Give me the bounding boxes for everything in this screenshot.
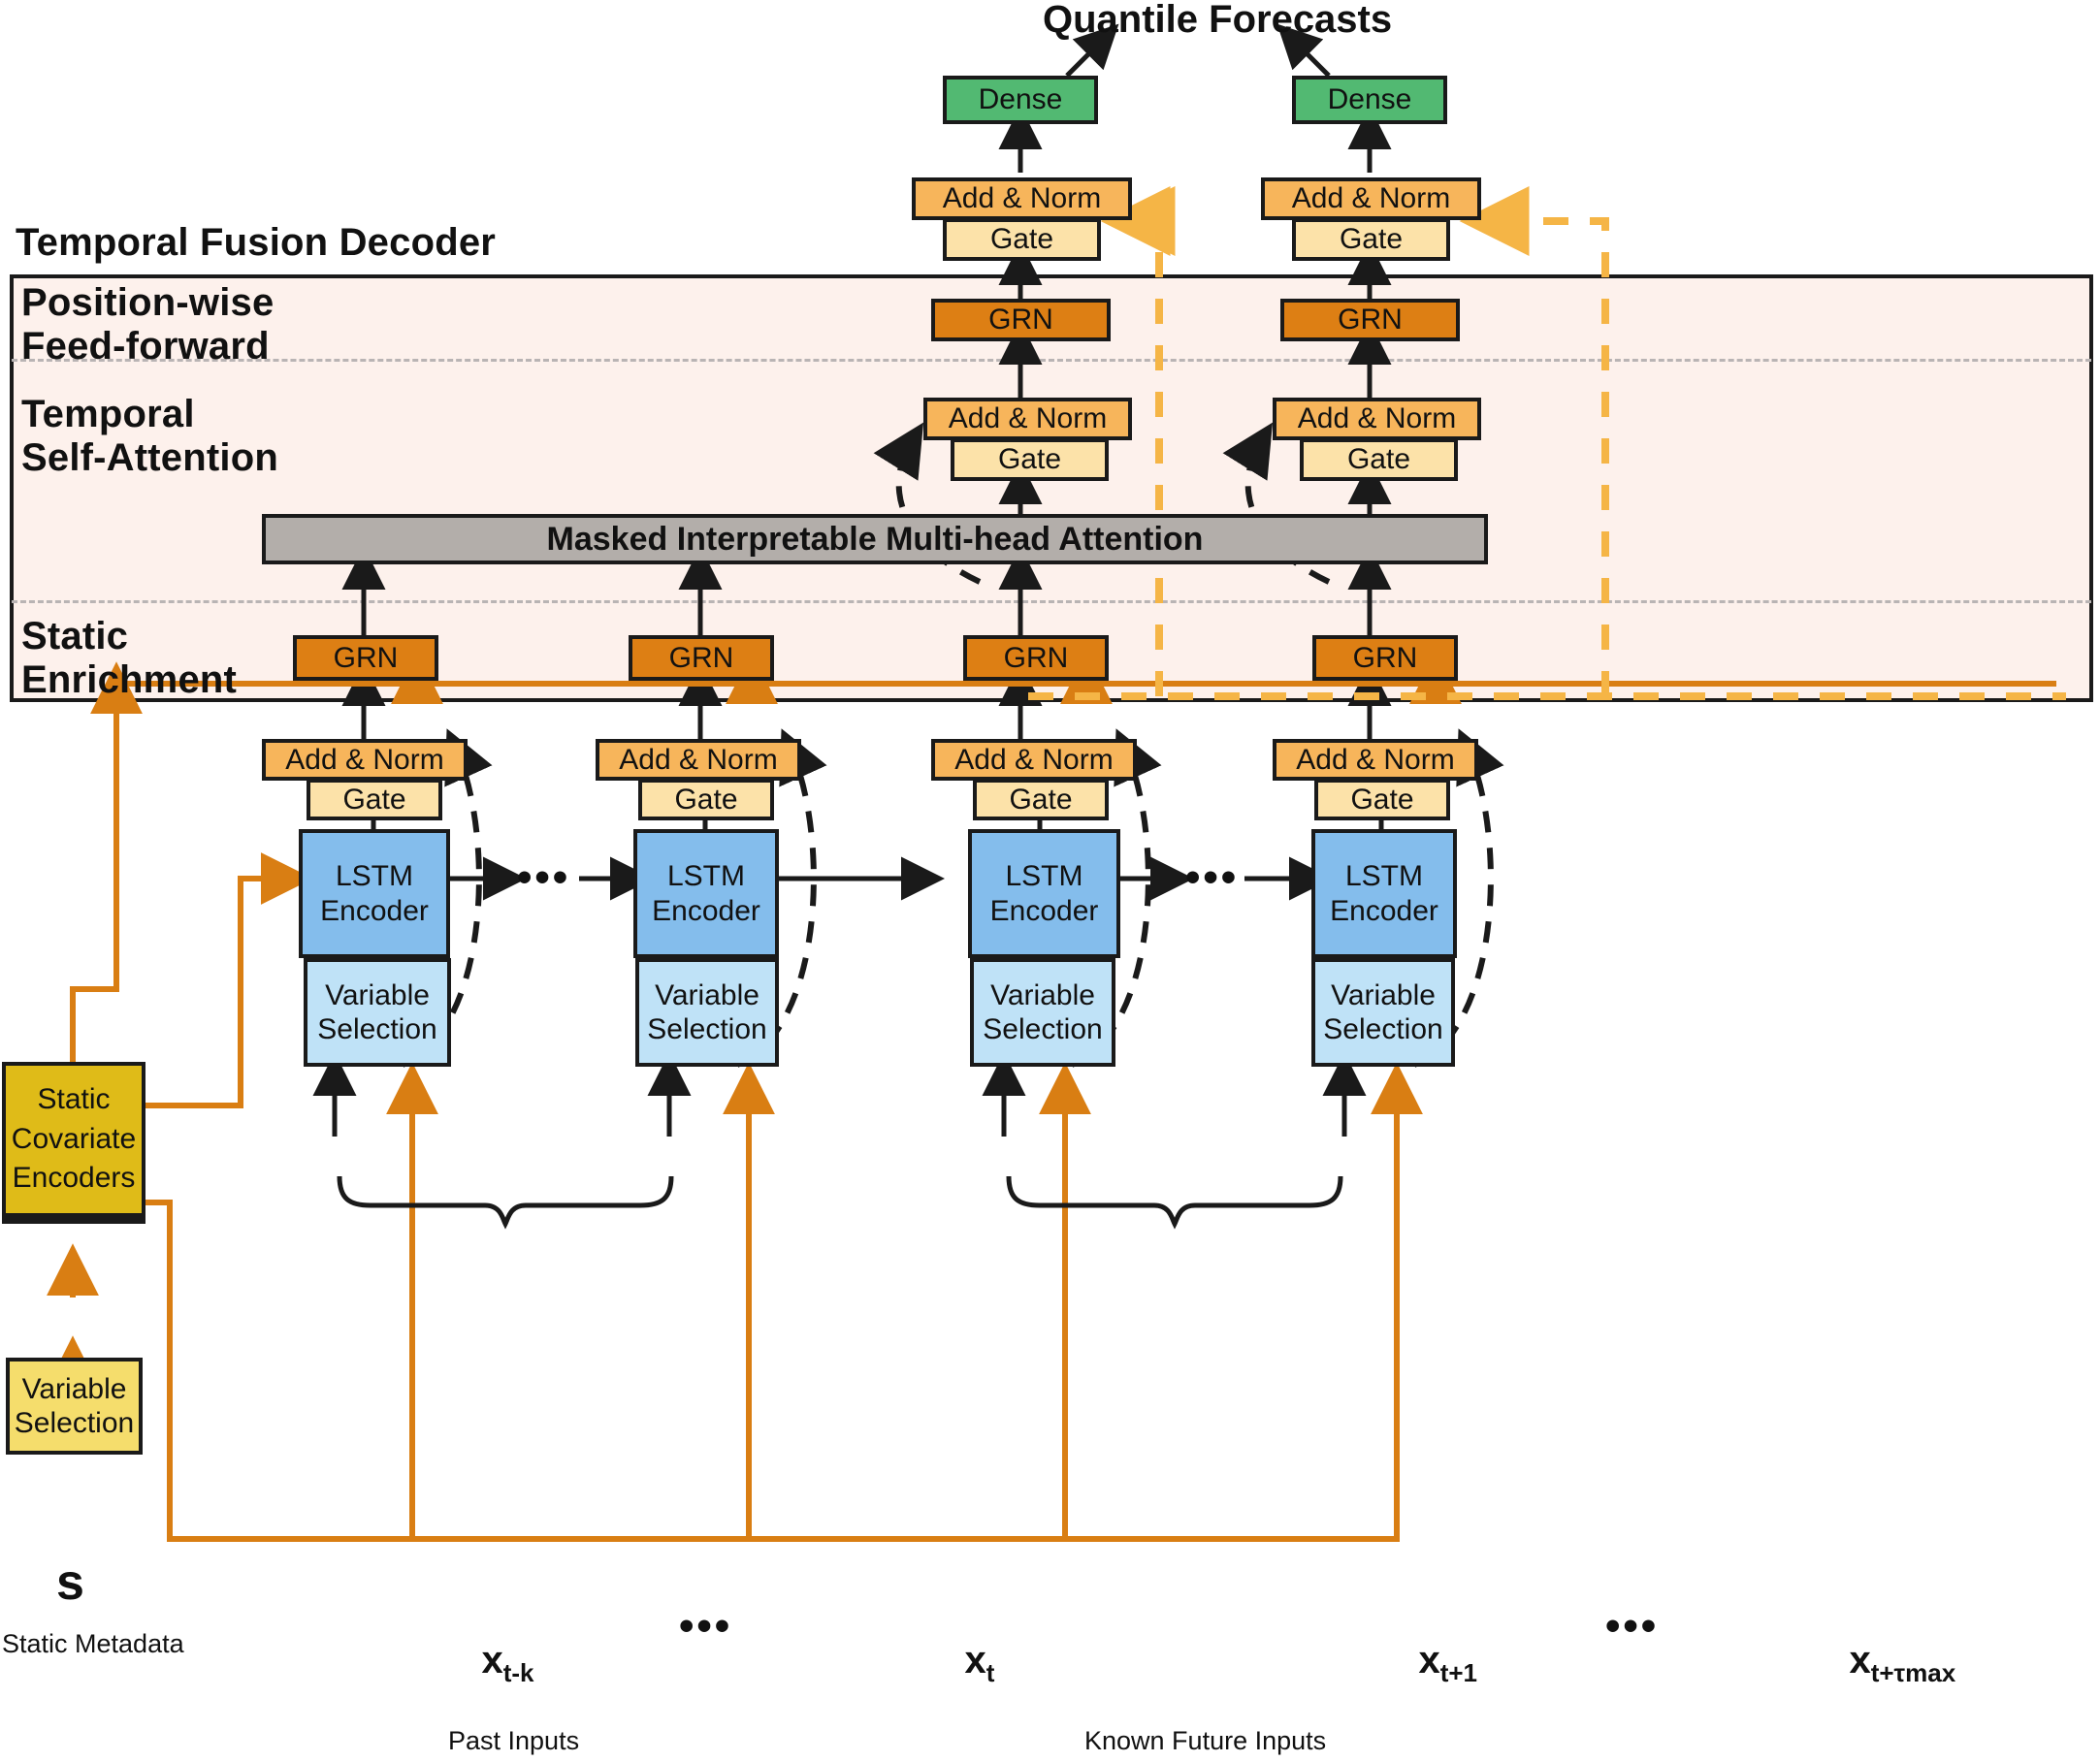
page-title: Quantile Forecasts	[1043, 0, 1393, 41]
ellipsis-inputs-past: •••	[679, 1602, 733, 1650]
dense-block-future-last[interactable]: Dense	[1292, 76, 1447, 124]
gate-encoder-past-last[interactable]: Gate	[638, 779, 774, 820]
past-inputs-caption: Past Inputs	[448, 1726, 580, 1755]
decoder-section-title: Temporal Fusion Decoder	[16, 221, 497, 264]
static-metadata-caption: Static Metadata	[2, 1629, 184, 1658]
add-norm-encoder-future-last[interactable]: Add & Norm	[1273, 739, 1478, 781]
known-future-inputs-caption: Known Future Inputs	[1084, 1726, 1327, 1755]
gate-encoder-future-first[interactable]: Gate	[973, 779, 1109, 820]
add-norm-output-future-last[interactable]: Add & Norm	[1261, 177, 1481, 220]
add-norm-encoder-past-first[interactable]: Add & Norm	[262, 739, 468, 781]
ellipsis-lstm-future: •••	[1185, 853, 1240, 901]
grn-feedforward-future-first[interactable]: GRN	[931, 299, 1111, 341]
static-covariate-encoders-block[interactable]	[2, 1216, 145, 1224]
input-label-x-t-plus-1: xt+1	[1418, 1639, 1478, 1687]
add-norm-attention-future-first[interactable]: Add & Norm	[923, 398, 1132, 440]
gate-encoder-past-first[interactable]: Gate	[307, 779, 442, 820]
ellipsis-lstm-past: •••	[517, 853, 571, 901]
masked-multihead-attention-block[interactable]: Masked Interpretable Multi-head Attentio…	[262, 514, 1488, 564]
temporal-fusion-decoder-region	[10, 274, 2093, 702]
add-norm-encoder-future-first[interactable]: Add & Norm	[931, 739, 1137, 781]
add-norm-encoder-past-last[interactable]: Add & Norm	[596, 739, 801, 781]
ellipsis-inputs-future: •••	[1605, 1602, 1660, 1650]
lstm-encoder-future-last[interactable]: LSTM Encoder	[1311, 829, 1457, 958]
gate-encoder-future-last[interactable]: Gate	[1314, 779, 1450, 820]
variable-selection-label-line1: Variable	[325, 978, 430, 1011]
grn-enrichment-past-first[interactable]: GRN	[293, 635, 438, 681]
divider-attention-enrichment	[12, 600, 2091, 603]
lstm-encoder-past-last[interactable]: LSTM Encoder	[633, 829, 779, 958]
variable-selection-label-line2: Selection	[317, 1013, 437, 1045]
divider-feedforward-attention	[12, 359, 2091, 362]
grn-enrichment-future-last[interactable]: GRN	[1312, 635, 1458, 681]
gate-output-future-first[interactable]: Gate	[943, 218, 1101, 261]
grn-feedforward-future-last[interactable]: GRN	[1280, 299, 1460, 341]
dense-block-future-first[interactable]: Dense	[943, 76, 1098, 124]
grn-enrichment-past-last[interactable]: GRN	[629, 635, 774, 681]
variable-selection-past-first[interactable]: Variable Selection	[304, 958, 451, 1067]
lstm-encoder-future-first[interactable]: LSTM Encoder	[968, 829, 1120, 958]
gate-attention-future-last[interactable]: Gate	[1300, 438, 1458, 481]
grn-enrichment-future-first[interactable]: GRN	[963, 635, 1109, 681]
gate-output-future-last[interactable]: Gate	[1292, 218, 1450, 261]
lstm-encoder-past-first[interactable]: LSTM Encoder	[299, 829, 450, 958]
gate-attention-future-first[interactable]: Gate	[951, 438, 1109, 481]
input-label-x-t-plus-tmax: xt+τmax	[1849, 1639, 1956, 1687]
add-norm-output-future-first[interactable]: Add & Norm	[912, 177, 1132, 220]
add-norm-attention-future-last[interactable]: Add & Norm	[1273, 398, 1481, 440]
static-input-symbol: s	[56, 1554, 84, 1611]
input-label-x-t: xt	[964, 1639, 995, 1687]
input-label-x-t-minus-k: xt-k	[481, 1639, 534, 1687]
